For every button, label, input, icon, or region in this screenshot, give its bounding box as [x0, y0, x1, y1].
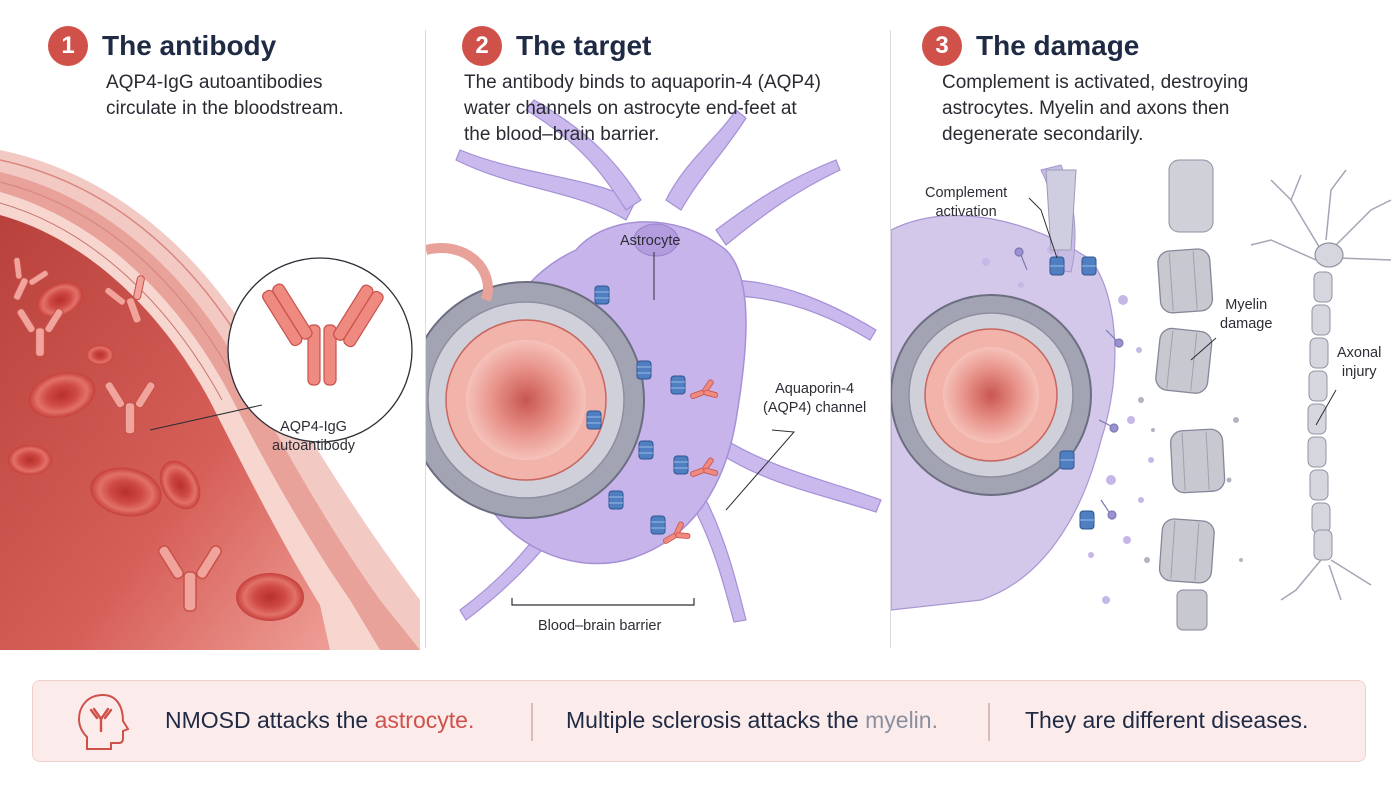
panel-2-header: 2 The target: [462, 26, 651, 66]
panel-title: The damage: [976, 30, 1140, 61]
description-line: circulate in the bloodstream.: [106, 98, 344, 119]
label-line: Axonal: [1337, 345, 1382, 361]
panel-target: 2 The target The antibody binds to aquap…: [426, 0, 890, 650]
label-line: (AQP4) channel: [763, 400, 867, 416]
description-line: Complement is activated, destroying: [942, 72, 1249, 93]
panel-antibody: 1 The antibody AQP4-IgG autoantibodies c…: [0, 0, 425, 650]
highlight-astrocyte: astrocyte.: [374, 707, 475, 733]
label-line: autoantibody: [272, 438, 356, 454]
panel-description: Complement is activated, destroying astr…: [942, 70, 1248, 148]
panel-description: The antibody binds to aquaporin-4 (AQP4)…: [464, 70, 821, 148]
damage-illustration: [891, 159, 1392, 631]
label-line: Aquaporin-4: [775, 381, 855, 397]
description-line: degenerate secondarily.: [942, 124, 1144, 145]
step-number-badge: 1: [48, 26, 88, 66]
blood-vessel-illustration: [0, 150, 420, 650]
banner-divider: [988, 703, 990, 741]
label-complement-activation: Complement activation: [925, 184, 1007, 222]
label-myelin-damage: Myelin damage: [1220, 296, 1272, 334]
description-line: water channels on astrocyte end-feet at: [464, 98, 797, 119]
step-number-badge: 3: [922, 26, 962, 66]
description-line: astrocytes. Myelin and axons then: [942, 98, 1230, 119]
astrocyte-vessel-illustration: [426, 99, 882, 623]
panel-title: The antibody: [102, 30, 277, 61]
label-astrocyte: Astrocyte: [620, 233, 681, 249]
label-line: damage: [1220, 316, 1273, 332]
label-line: Complement: [925, 185, 1008, 201]
banner-divider: [531, 703, 533, 741]
step-number-badge: 2: [462, 26, 502, 66]
label-line: activation: [935, 204, 997, 220]
statement-text: NMOSD attacks the: [165, 707, 375, 733]
panel-damage: 3 The damage Complement is activated, de…: [891, 0, 1400, 650]
panel-description: AQP4-IgG autoantibodies circulate in the…: [106, 70, 344, 122]
banner-nmosd-statement: NMOSD attacks the astrocyte.: [165, 707, 474, 734]
label-aqp4-igg-autoantibody: AQP4-IgG autoantibody: [272, 418, 355, 456]
label-line: AQP4-IgG: [280, 419, 347, 435]
statement-text: Multiple sclerosis attacks the: [566, 707, 866, 733]
panel-title: The target: [516, 30, 652, 61]
description-line: The antibody binds to aquaporin-4 (AQP4): [464, 72, 821, 93]
panel-1-header: 1 The antibody: [48, 26, 276, 66]
label-line: Myelin: [1225, 297, 1268, 313]
label-aqp4-channel: Aquaporin-4 (AQP4) channel: [763, 380, 866, 418]
description-line: the blood–brain barrier.: [464, 124, 660, 145]
highlight-myelin: myelin.: [865, 707, 938, 733]
panel-3-header: 3 The damage: [922, 26, 1139, 66]
label-blood-brain-barrier: Blood–brain barrier: [538, 618, 662, 634]
head-antibody-icon: [77, 693, 130, 750]
description-line: AQP4-IgG autoantibodies: [106, 72, 323, 93]
banner-conclusion: They are different diseases.: [1025, 707, 1309, 733]
label-axonal-injury: Axonal injury: [1337, 344, 1381, 382]
banner-ms-statement: Multiple sclerosis attacks the myelin.: [566, 707, 938, 734]
label-line: injury: [1341, 364, 1377, 380]
key-message-banner: NMOSD attacks the astrocyte. Multiple sc…: [32, 680, 1366, 762]
